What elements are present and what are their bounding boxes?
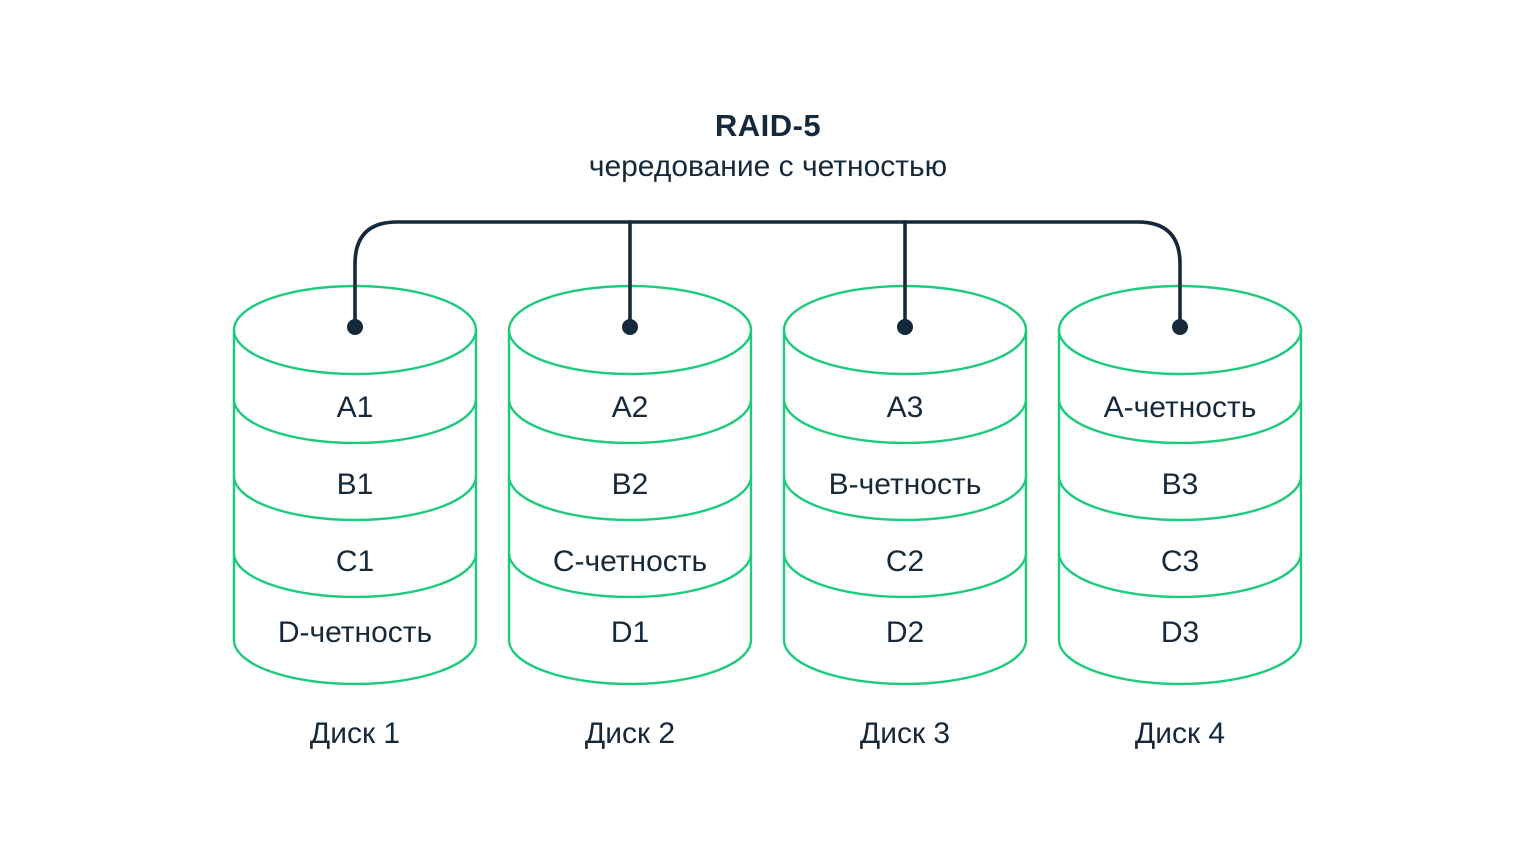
disk-3-segment-a: A3 [886,391,924,424]
title-block: RAID-5 чередование с четностью [0,106,1536,188]
diagram-subtitle: чередование с четностью [588,150,948,183]
bus-connector-dot-3 [897,319,913,335]
disk-3-label: Диск 3 [859,717,951,750]
disk-1-segment-c: C1 [335,545,375,578]
bus-connector-dot-1 [347,319,363,335]
disk-2: A2 B2 C-четность D1 Диск 2 [509,0,751,864]
disk-2-segment-a: A2 [611,391,649,424]
disk-4-segment-d: D3 [1160,616,1200,649]
disk-3-segment-d: D2 [885,616,925,649]
disk-4-segment-c: C3 [1160,545,1200,578]
disk-4-segment-b: B3 [1161,468,1199,501]
disk-2-label: Диск 2 [584,717,676,750]
disk-1-segment-b: B1 [336,468,374,501]
disk-2-segment-b: B2 [611,468,649,501]
disk-4-label: Диск 4 [1134,717,1226,750]
disk-3-segment-b: B-четность [828,468,982,501]
disk-2-segment-c: C-четность [552,545,708,578]
disk-3: A3 B-четность C2 D2 Диск 3 [784,0,1026,864]
diagram-title: RAID-5 [714,108,822,143]
disk-1-label: Диск 1 [309,717,401,750]
disk-4-segment-a: A-четность [1103,391,1257,424]
bus-connector-dot-4 [1172,319,1188,335]
disk-2-segment-d: D1 [610,616,650,649]
disk-4: A-четность B3 C3 D3 Диск 4 [1059,0,1301,864]
disk-1-segment-a: A1 [336,391,374,424]
disk-1: A1 B1 C1 D-четность Диск 1 [234,0,476,864]
disk-1-segment-d: D-четность [277,616,433,649]
disk-3-segment-c: C2 [885,545,925,578]
bus-line [353,220,1182,329]
bus-connector-dot-2 [622,319,638,335]
